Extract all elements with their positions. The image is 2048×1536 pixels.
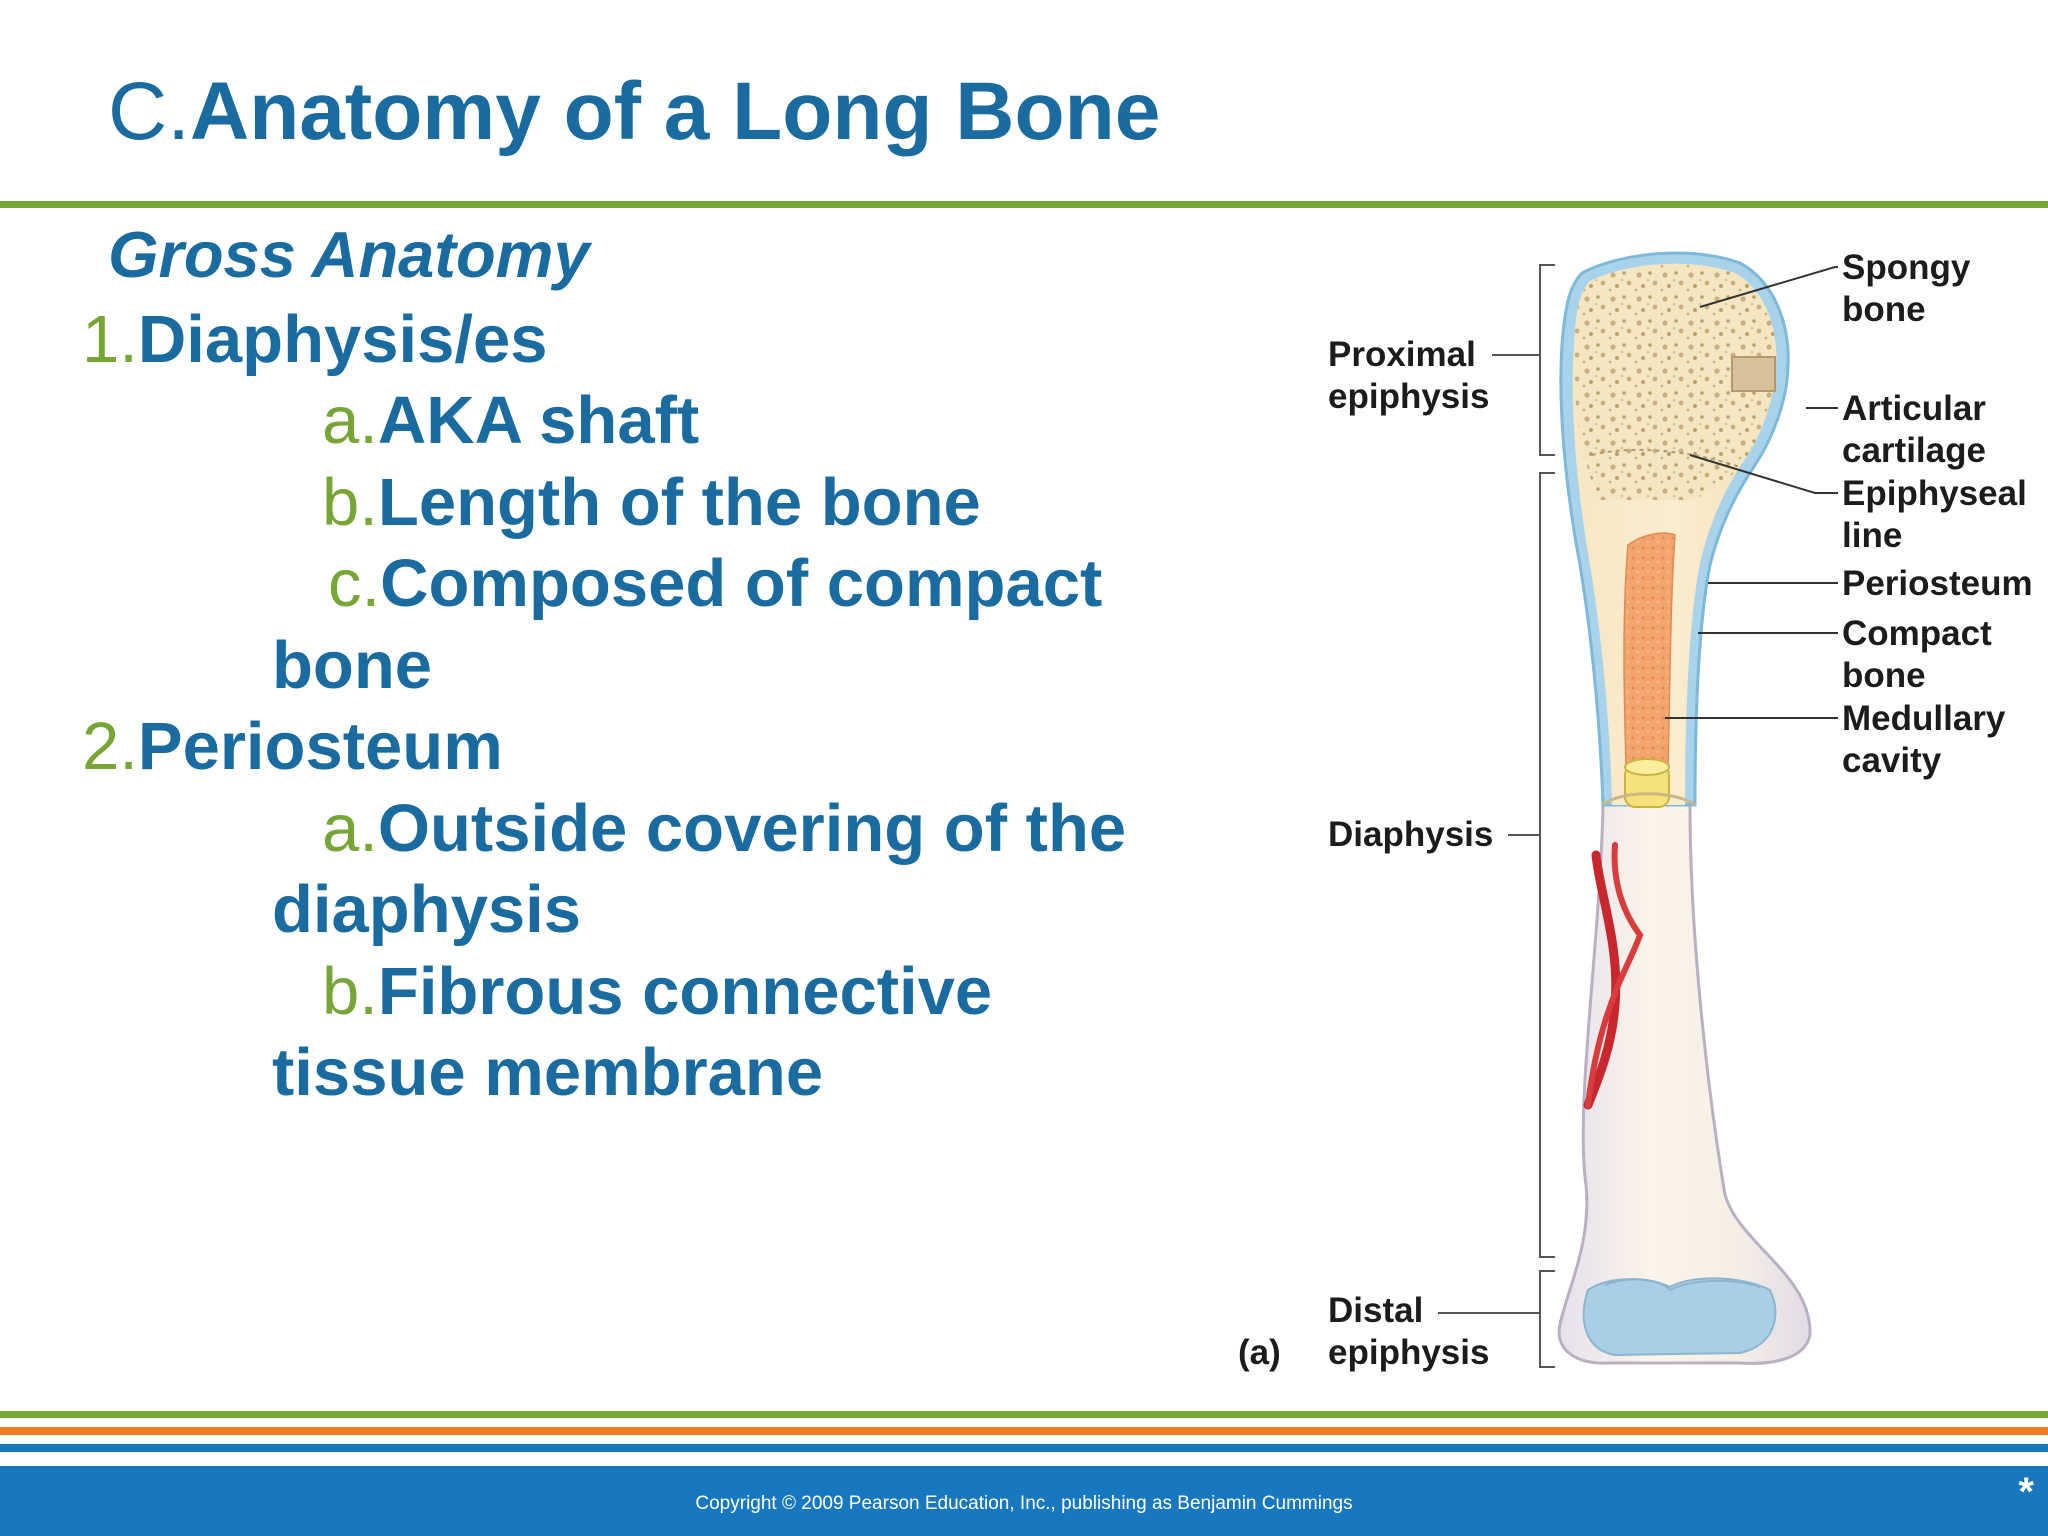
footer-rule-blue [0, 1444, 2048, 1452]
outline-item: a.AKA shaft [322, 381, 699, 461]
label-articular: Articular [1842, 389, 1986, 428]
label-epiphyseal: Epiphyseal [1842, 474, 2027, 513]
outline-item: 2.Periosteum [82, 707, 503, 787]
outline-marker: a. [322, 791, 378, 866]
label-spongy: Spongy [1842, 248, 1971, 287]
label-articular-cartilage: cartilage [1842, 431, 1986, 470]
long-bone-illustration [1438, 251, 1838, 1368]
outline-text: Composed of compact [380, 546, 1103, 621]
footer-copyright: Copyright © 2009 Pearson Education, Inc.… [695, 1493, 1353, 1514]
outline-item: bone [272, 626, 432, 706]
label-proximal-epiphysis: epiphysis [1328, 377, 1490, 416]
outline-item: a.Outside covering of the [322, 789, 1126, 869]
long-bone-figure: Proximal epiphysis Diaphysis Distal epip… [1238, 245, 2048, 1385]
outline-item: tissue membrane [272, 1033, 823, 1113]
outline-text: Length of the bone [377, 465, 981, 540]
label-distal: Distal [1328, 1291, 1424, 1330]
label-spongy-bone: bone [1842, 290, 1926, 329]
outline-marker: a. [322, 383, 378, 458]
label-proximal: Proximal [1328, 335, 1476, 374]
footer-rule-orange [0, 1427, 2048, 1435]
label-epiphyseal-line: line [1842, 516, 1903, 555]
outline-item: 1.Diaphysis/es [82, 300, 548, 380]
label-diaphysis: Diaphysis [1328, 815, 1494, 854]
outline-item: b.Fibrous connective [322, 952, 992, 1032]
subheading: Gross Anatomy [108, 218, 590, 291]
label-distal-epiphysis: epiphysis [1328, 1333, 1490, 1372]
label-panel-a: (a) [1238, 1333, 1281, 1372]
outline-marker: 2. [82, 709, 138, 784]
outline-marker: b. [322, 954, 378, 1029]
footer-star: * [2018, 1470, 2034, 1514]
label-medullary: Medullary [1842, 699, 2006, 738]
title-divider [0, 201, 2048, 208]
label-compact: Compact [1842, 614, 1992, 653]
outline-marker: b. [322, 465, 378, 540]
outline-text: Fibrous connective [377, 954, 993, 1029]
outline-item: b.Length of the bone [322, 463, 981, 543]
outline-marker: 1. [82, 302, 138, 377]
label-medullary-cavity: cavity [1842, 741, 1942, 780]
outline-text: Periosteum [137, 709, 503, 784]
title-prefix: C. [108, 66, 190, 157]
outline-text: bone [272, 628, 433, 703]
outline-item: c.Composed of compact [328, 544, 1102, 624]
outline-text: AKA shaft [377, 383, 700, 458]
label-compact-bone: bone [1842, 656, 1926, 695]
outline-text: diaphysis [272, 872, 582, 947]
outline-marker: c. [328, 546, 381, 621]
footer-rule-green [0, 1411, 2048, 1418]
title-main: Anatomy of a Long Bone [190, 66, 1161, 157]
outline-text: Outside covering of the [377, 791, 1127, 866]
label-periosteum: Periosteum [1842, 564, 2033, 603]
outline-item: diaphysis [272, 870, 581, 950]
outline-text: tissue membrane [272, 1035, 824, 1110]
outline-text: Diaphysis/es [137, 302, 548, 377]
slide-title: C.Anatomy of a Long Bone [108, 62, 1160, 162]
footer-bar: Copyright © 2009 Pearson Education, Inc.… [0, 1466, 2048, 1536]
